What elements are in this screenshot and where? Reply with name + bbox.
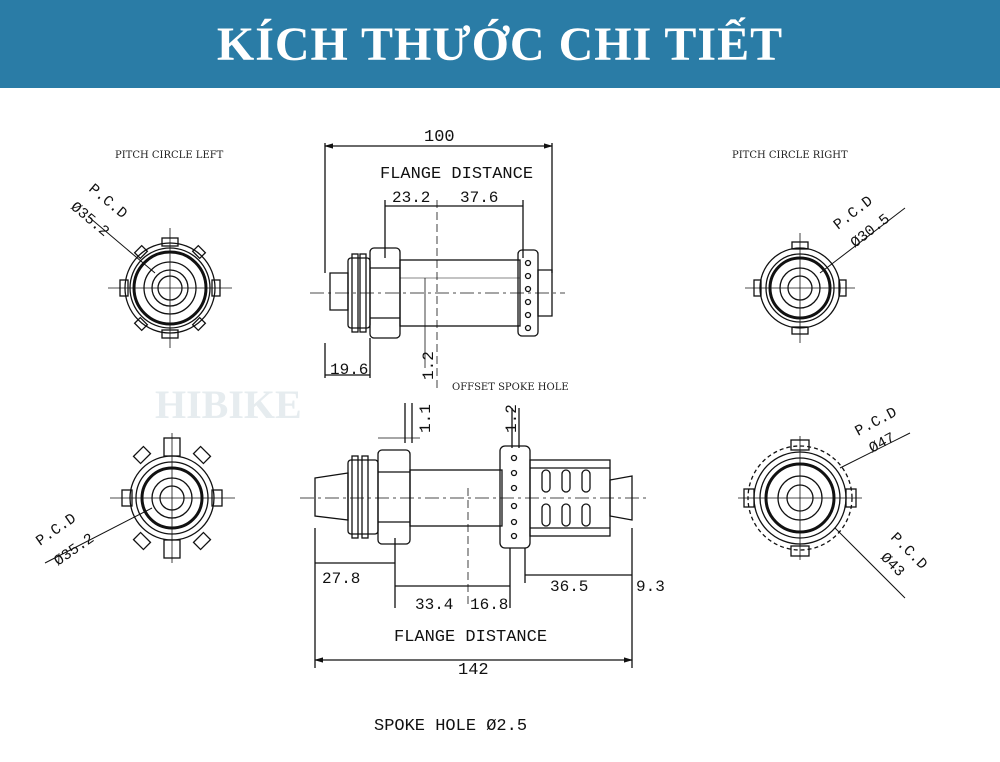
front-right-flange-dim: 37.6 <box>460 189 498 207</box>
front-flange-distance-label: FLANGE DISTANCE <box>380 165 533 184</box>
rear-hub-side-view: OFFSET SPOKE HOLE 1.1 1.2 <box>300 382 665 680</box>
rear-offset-b-dim: 1.2 <box>503 404 521 433</box>
rear-dim-9-3: 9.3 <box>636 578 665 596</box>
front-left-flange-dim: 23.2 <box>392 189 430 207</box>
spoke-hole-note: SPOKE HOLE Ø2.5 <box>374 717 527 736</box>
pitch-circle-right-label: PITCH CIRCLE RIGHT <box>732 150 848 161</box>
front-left-end-view: PITCH CIRCLE LEFT P.C.D Ø35.2 <box>67 150 232 348</box>
technical-drawing: HIBIKE PITCH CIRCLE LEFT P.C.D Ø35.2 PIT… <box>33 128 930 736</box>
rear-flange-distance-label: FLANGE DISTANCE <box>394 628 547 647</box>
rear-offset-a-dim: 1.1 <box>417 404 435 433</box>
front-offset-dim: 1.2 <box>420 351 438 380</box>
offset-spoke-hole-label: OFFSET SPOKE HOLE <box>452 382 569 393</box>
rear-right-end-view: P.C.D Ø47 P.C.D Ø43 <box>738 404 930 599</box>
rear-left-end-view: P.C.D Ø35.2 <box>33 433 235 570</box>
front-hub-side-view: 100 FLANGE DISTANCE 23.2 37.6 19.6 <box>310 128 565 388</box>
front-overall-dim: 100 <box>424 128 455 147</box>
rear-dim-36-5: 36.5 <box>550 578 588 596</box>
front-right-end-view: PITCH CIRCLE RIGHT P.C.D Ø30.5 <box>732 150 906 343</box>
watermark: HIBIKE <box>155 382 302 427</box>
page-title: KÍCH THƯỚC CHI TIẾT <box>216 17 784 71</box>
header-banner: KÍCH THƯỚC CHI TIẾT <box>0 0 1000 88</box>
rear-dim-16-8: 16.8 <box>470 596 508 614</box>
rear-overall-dim: 142 <box>458 661 489 680</box>
rear-dim-27-8: 27.8 <box>322 570 360 588</box>
rear-dim-33-4: 33.4 <box>415 596 453 614</box>
pitch-circle-left-label: PITCH CIRCLE LEFT <box>115 150 224 161</box>
front-end-offset-dim: 19.6 <box>330 361 368 379</box>
